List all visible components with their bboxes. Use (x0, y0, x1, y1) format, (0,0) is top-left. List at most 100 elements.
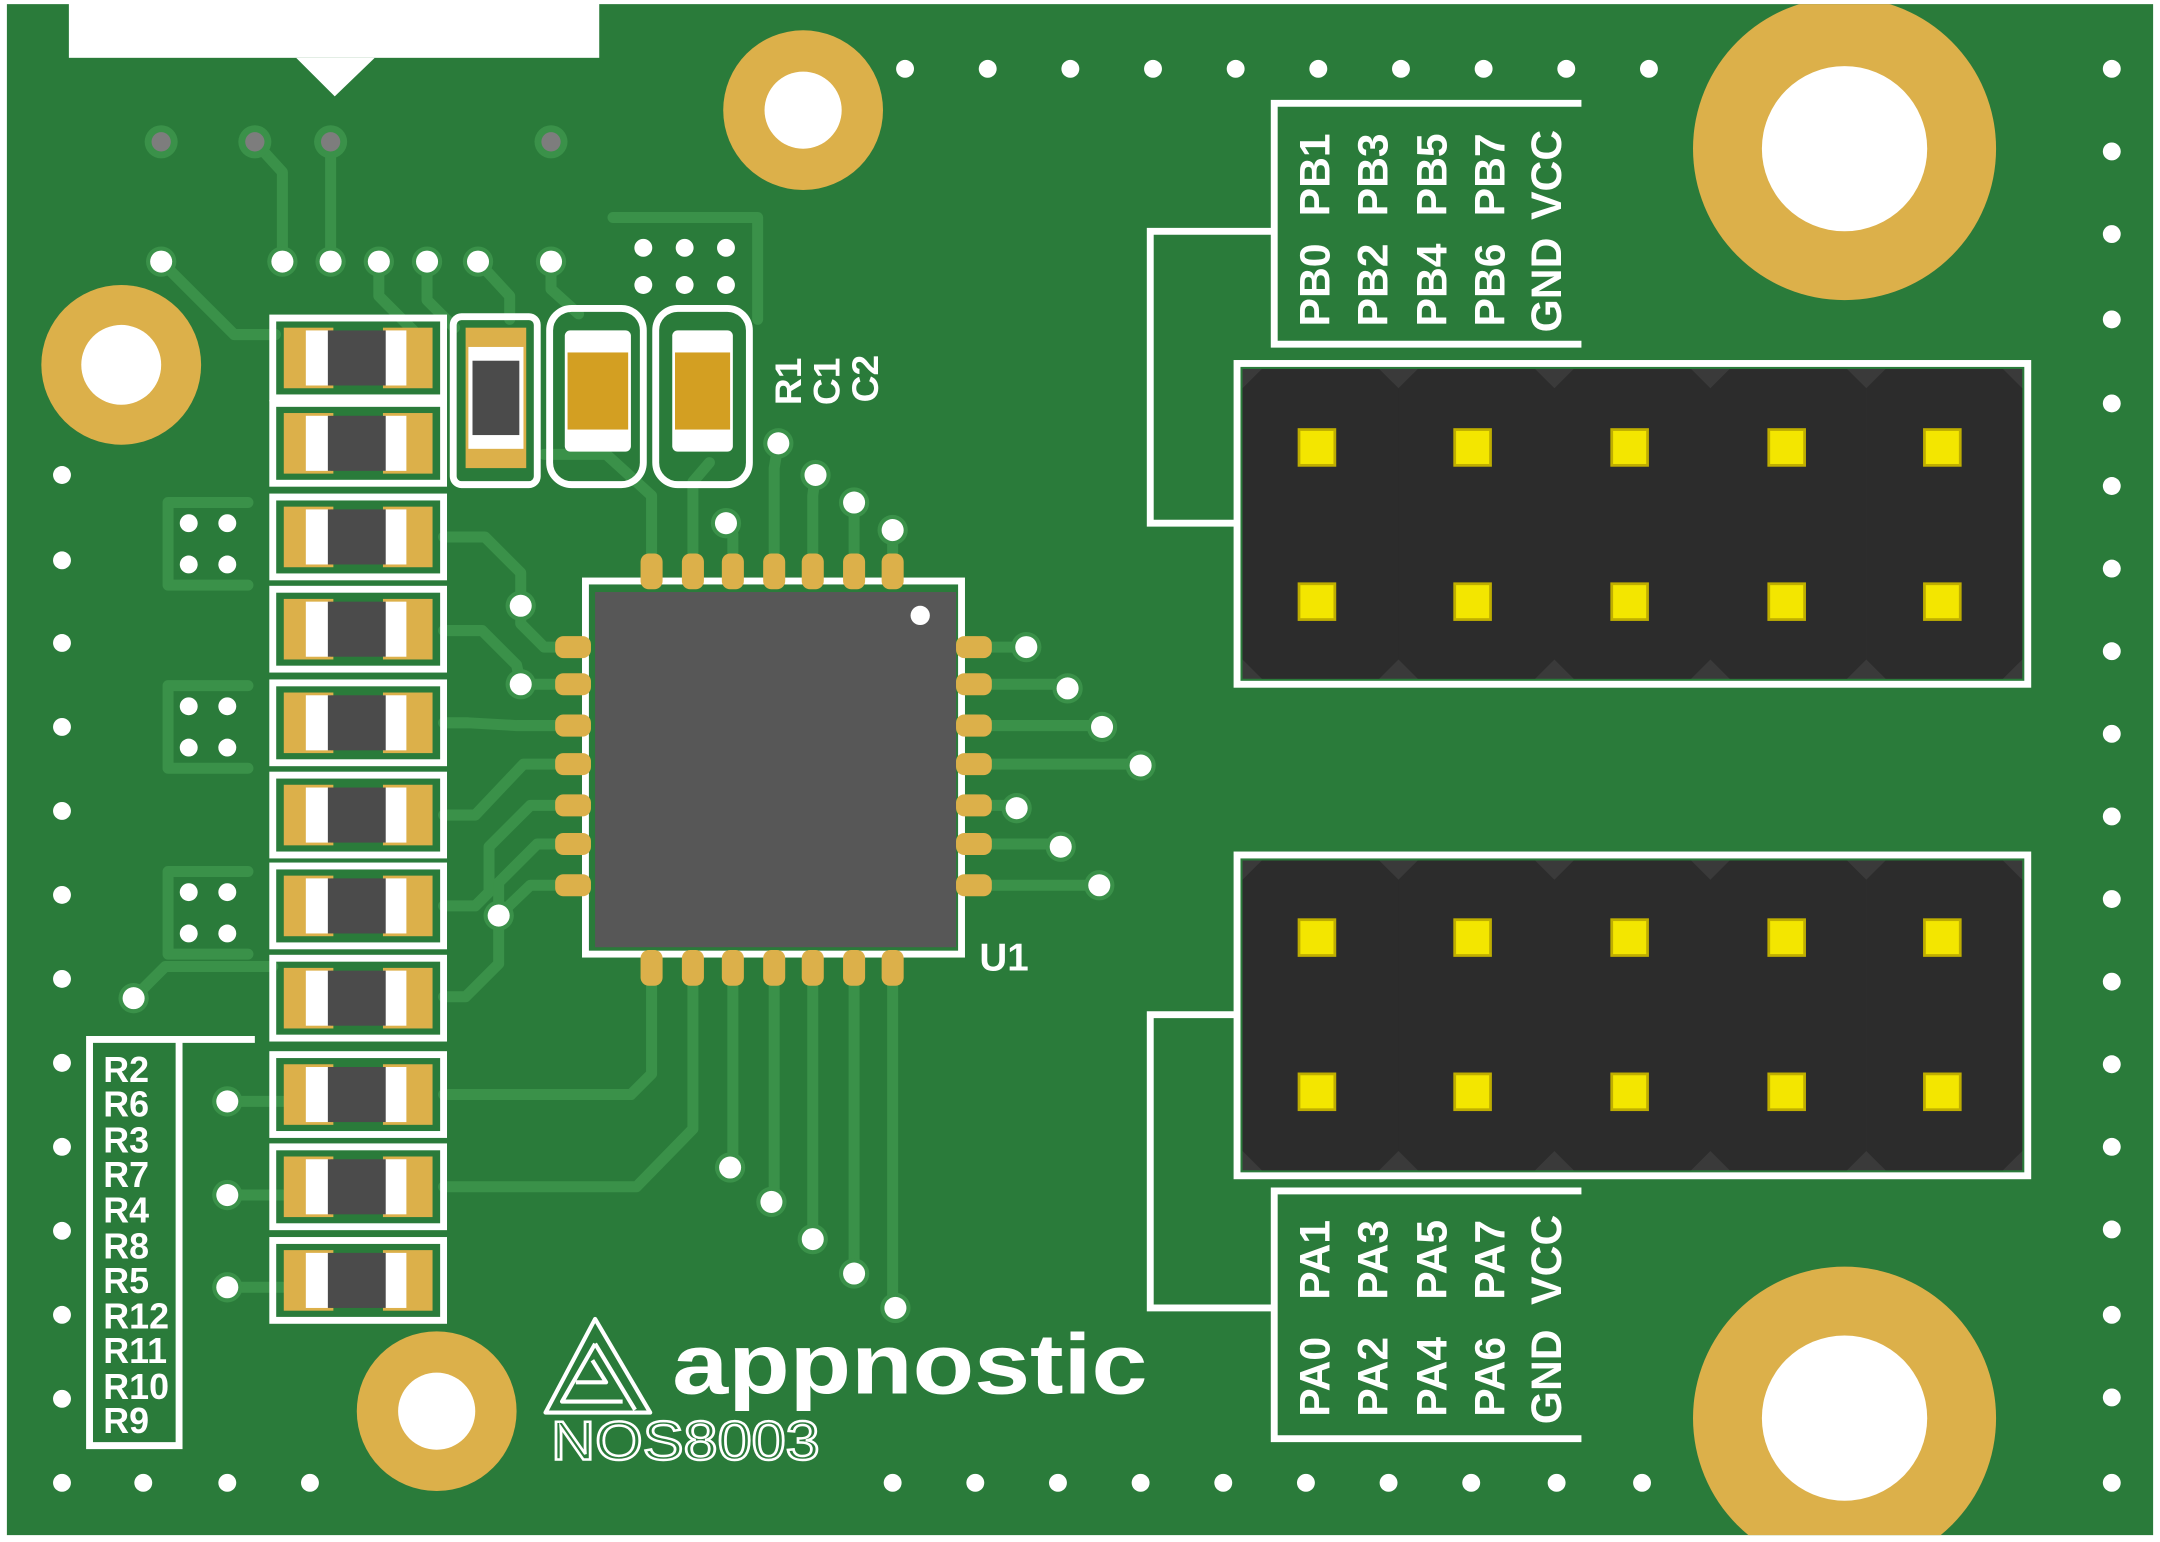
pb-label: PB3 (1349, 133, 1397, 216)
resistor-terminal (305, 878, 331, 934)
stitching-via (179, 883, 198, 902)
stitching-via (2102, 310, 2121, 329)
stitching-via (2102, 142, 2121, 161)
resistor-outline (269, 314, 448, 402)
stitching-via (1462, 1473, 1481, 1492)
stitching-via (53, 969, 71, 988)
header-pin (1297, 428, 1337, 467)
via (1001, 793, 1032, 824)
stitching-via (2102, 972, 2121, 991)
header-pin (1297, 918, 1337, 957)
ic-pad (956, 673, 992, 696)
resistor-outline (269, 862, 448, 950)
via-hole (245, 132, 265, 152)
header-pin (1453, 918, 1492, 957)
stitching-via (2102, 477, 2121, 495)
via-hole (509, 594, 532, 617)
header-housing-block (1242, 368, 1399, 679)
resistor-body (327, 1159, 386, 1215)
via (1045, 831, 1076, 862)
via-hole (216, 1276, 239, 1299)
resistor-body (327, 509, 386, 565)
stitching-via (2102, 642, 2121, 661)
brand-name: appnostic (672, 1317, 1147, 1412)
ic-pad (763, 949, 786, 986)
stitching-via (218, 924, 237, 943)
via (1052, 673, 1083, 704)
ic-u1 (555, 553, 992, 986)
pb-label: PB5 (1409, 133, 1457, 216)
stitching-via (1144, 59, 1162, 78)
resistor-terminal (382, 787, 407, 843)
legend-item: R6 (103, 1085, 149, 1125)
header-pin (1923, 428, 1962, 467)
ic-pad (801, 553, 824, 590)
top-part-labels: R1 C1 C2 (767, 355, 886, 405)
via (505, 590, 536, 621)
copper-trace (162, 865, 254, 960)
stitching-via (1392, 59, 1410, 78)
stitching-via (179, 738, 198, 757)
resistor (269, 679, 448, 767)
copper-trace (438, 799, 578, 912)
stitching-via (218, 1473, 237, 1492)
stitching-via (53, 551, 71, 570)
stitching-via (2102, 1305, 2121, 1324)
stitching-via (2102, 59, 2121, 78)
connector-outline (68, 0, 600, 97)
header-pa-labels: PA1 PA3 PA5 PA7 VCC PA0 PA2 PA4 PA6 GND (1292, 1215, 1571, 1425)
header-pin (1767, 582, 1806, 621)
via-hole (466, 250, 490, 273)
via (505, 669, 536, 700)
resistor-terminal (305, 970, 331, 1026)
header-pa-bracket (1146, 1011, 1275, 1312)
copper-trace (438, 965, 699, 1193)
resistor-terminal (382, 415, 407, 471)
via (483, 900, 514, 931)
pa-label: PA3 (1349, 1220, 1397, 1300)
via (212, 1272, 243, 1303)
via-hole (216, 1184, 239, 1207)
resistor-body (327, 695, 386, 751)
copper-trace (162, 497, 254, 591)
pa-label: PA1 (1292, 1220, 1340, 1300)
pb-label: VCC (1523, 130, 1571, 220)
ic-pad (640, 949, 663, 986)
ic-pad (956, 832, 992, 855)
resistor (269, 493, 448, 581)
stitching-via (179, 924, 198, 943)
copper-trace (162, 680, 254, 774)
via-hole (1088, 874, 1111, 897)
via (535, 246, 567, 277)
resistor-terminal (305, 330, 331, 386)
stitching-via (53, 1221, 71, 1240)
pb-label: PB4 (1409, 243, 1457, 326)
test-point-via (314, 125, 348, 159)
via-hole (801, 1228, 824, 1251)
resistor (269, 862, 448, 950)
stitching-via (53, 801, 71, 820)
header-pin (1453, 1072, 1492, 1112)
header-pb-labels: PB1 PB3 PB5 PB7 VCC PB0 PB2 PB4 PB6 GND (1292, 130, 1571, 333)
via-hole (487, 904, 510, 927)
header-pin (1767, 428, 1806, 467)
copper-trace (438, 531, 527, 612)
resistor-terminal (305, 1159, 331, 1215)
mounting-hole-left (41, 284, 202, 445)
stitching-via (1309, 59, 1328, 78)
via-hole (843, 1262, 866, 1285)
resistor-terminal (305, 787, 331, 843)
mounting-hole-top-right (1693, 4, 1997, 301)
stitching-via (675, 276, 694, 294)
via (212, 1086, 243, 1117)
ic-pad (721, 949, 744, 986)
via-hole (509, 673, 532, 696)
header-pa (1233, 851, 2032, 1180)
legend-item: R12 (103, 1297, 169, 1337)
ic-pad (555, 794, 591, 817)
via-hole (767, 432, 790, 455)
resistor-terminal (305, 415, 331, 471)
pb-label: PB7 (1467, 133, 1515, 216)
ic-pad (956, 636, 992, 659)
